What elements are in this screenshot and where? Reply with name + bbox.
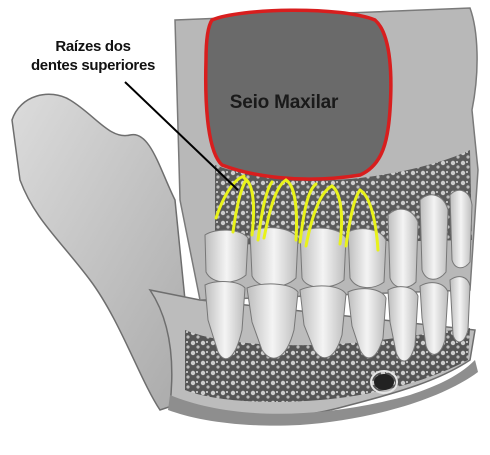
mental-foramen <box>374 374 394 390</box>
roots-label-line-1: Raízes dos <box>18 37 168 56</box>
upper-tooth-roots-label: Raízes dos dentes superiores <box>18 37 168 75</box>
maxillary-sinus-label: Seio Maxilar <box>214 92 354 114</box>
roots-label-line-2: dentes superiores <box>18 56 168 75</box>
mandible-ramus <box>12 94 192 410</box>
